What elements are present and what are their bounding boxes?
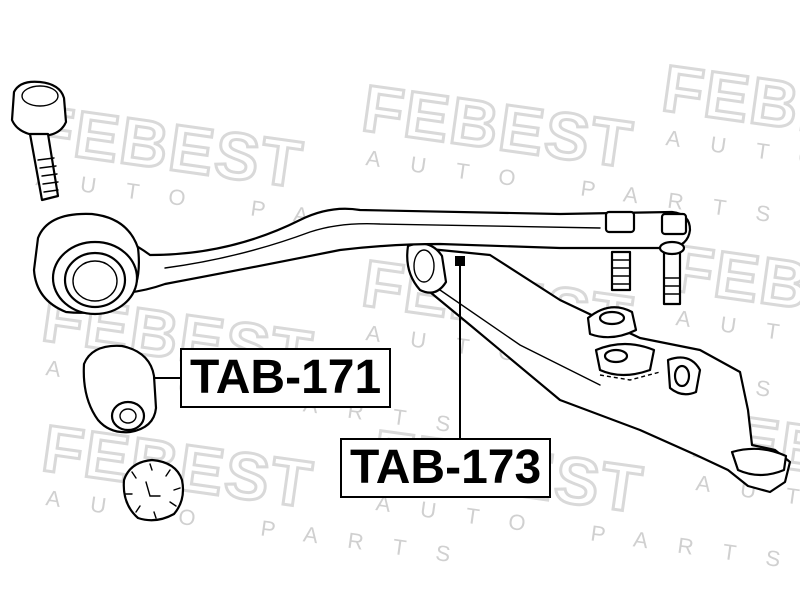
upper-arm	[58, 207, 692, 295]
watermark-3: FEBEST AUTO PARTS	[657, 49, 800, 211]
small-bushing	[122, 458, 185, 522]
part-label-tab-173: TAB-173	[340, 438, 552, 498]
mounting-studs	[610, 240, 686, 306]
bolt	[10, 80, 68, 202]
part-label-tab-171: TAB-171	[180, 348, 392, 408]
lower-arm	[406, 242, 792, 494]
leader-marker-tab-173	[455, 256, 465, 266]
front-bushing	[32, 212, 140, 316]
tab-171-bushing	[82, 344, 158, 434]
leader-lines	[153, 256, 465, 439]
